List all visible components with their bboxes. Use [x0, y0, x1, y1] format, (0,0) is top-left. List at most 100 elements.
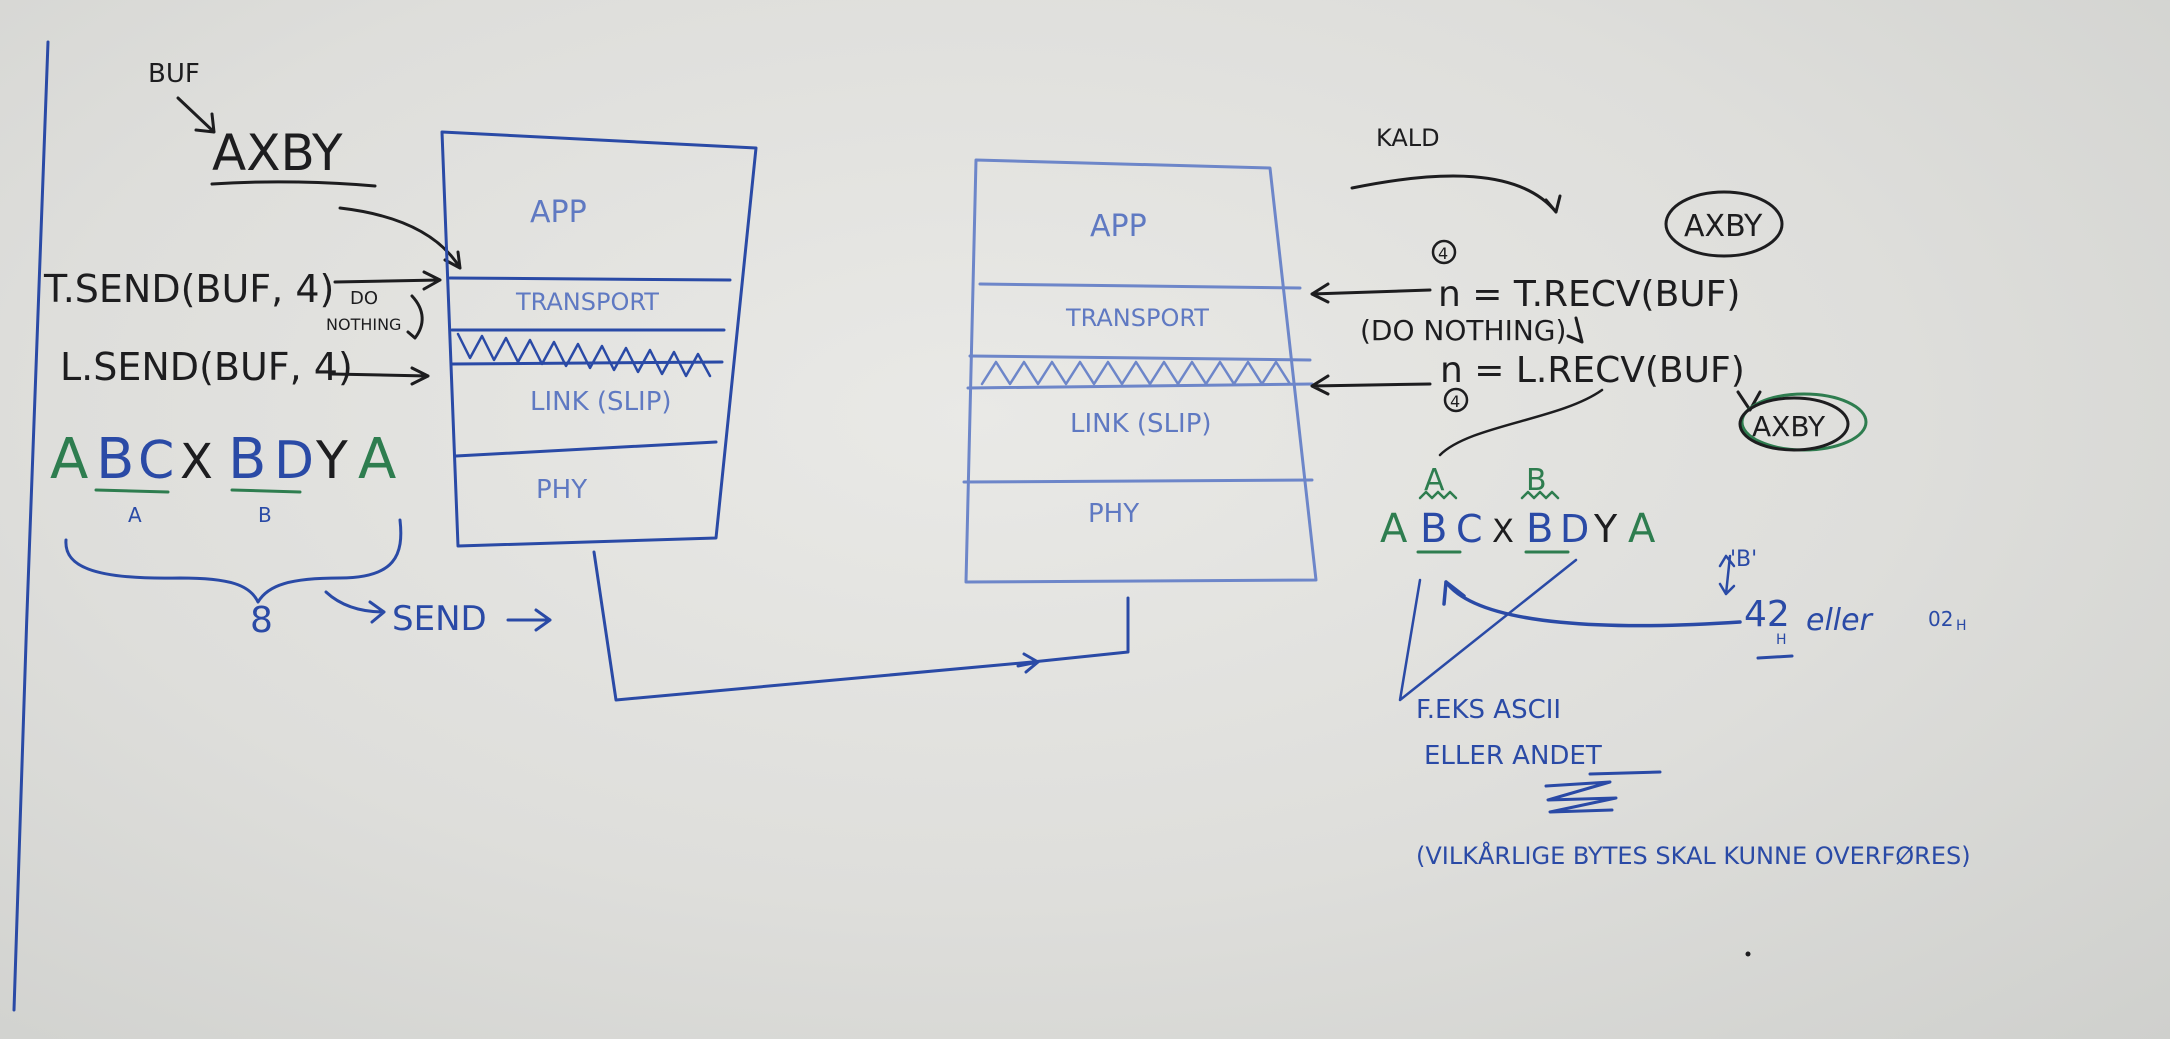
do-nothing-right-arrow [1566, 316, 1584, 344]
buf-underline [210, 180, 377, 188]
rframe-char-6: D [1560, 507, 1589, 551]
l-send-call: L.SEND(BUF, 4) [60, 345, 353, 389]
quote-b: 'B' [1730, 547, 1757, 572]
esc-underline-a [94, 488, 170, 494]
hex-42: 42 [1744, 594, 1790, 635]
encoded-frame-left: A B C X B D Y A [50, 427, 396, 492]
frame-char-8: A [358, 427, 396, 492]
wire-arrow [1016, 652, 1040, 674]
kald-label: KALD [1376, 124, 1440, 152]
frame-char-6: D [274, 431, 314, 491]
n-value-top-circle [1431, 239, 1457, 265]
frame-char-5: B [228, 427, 266, 492]
t-recv-arrow [1310, 282, 1432, 304]
ascii-pointer-lines [1398, 558, 1578, 702]
rframe-char-5: B [1526, 506, 1553, 552]
do-nothing-line2: NOTHING [326, 315, 401, 334]
do-nothing-arrow [406, 294, 424, 340]
left-app-label: APP [530, 195, 587, 230]
margin-line [12, 40, 50, 1012]
frame-brace [64, 518, 403, 604]
physical-wire [592, 550, 1130, 702]
n-value-top: 4 [1438, 244, 1448, 263]
over-a: A [1424, 463, 1445, 498]
l-send-arrow [330, 366, 430, 386]
rframe-char-1: A [1380, 506, 1408, 552]
right-stack-divider-2 [968, 354, 1312, 362]
rframe-char-7: Y [1593, 507, 1618, 551]
send-label: SEND [392, 599, 487, 639]
frame-char-3: C [138, 431, 174, 491]
axby-top-ellipse [1664, 190, 1784, 258]
axby-bottom-ellipse-inner [1738, 396, 1850, 452]
over-b-wave [1520, 490, 1560, 500]
frame-char-2: B [96, 427, 134, 492]
right-stack-divider-1 [978, 282, 1302, 290]
count-arrow [324, 590, 386, 624]
left-stack-divider-4 [454, 440, 718, 458]
l-recv-call: n = L.RECV(BUF) [1440, 350, 1745, 391]
hex-42-underline [1756, 654, 1794, 660]
ink-dot [1745, 951, 1751, 957]
emphasis-scribble [1544, 780, 1618, 814]
left-protocol-stack: APP TRANSPORT LINK (SLIP) PHY [440, 130, 758, 548]
encoded-frame-right: A B C X B D Y A [1380, 506, 1656, 552]
rframe-char-8: A [1628, 506, 1656, 552]
left-stack-hatch [456, 332, 712, 378]
t-send-arrow [333, 270, 442, 291]
kald-arrow [1350, 174, 1562, 214]
right-protocol-stack: APP TRANSPORT LINK (SLIP) PHY [962, 158, 1318, 584]
right-app-label: APP [1090, 209, 1147, 244]
byte-count: 8 [250, 600, 273, 641]
right-stack-hatch [980, 360, 1292, 386]
l-recv-arrow [1310, 374, 1432, 396]
left-phy-label: PHY [536, 475, 587, 505]
hex-to-b-arrow [1442, 580, 1742, 628]
frame-char-7: Y [315, 431, 348, 491]
t-send-call: T.SEND(BUF, 4) [43, 267, 334, 311]
n-value-bottom-circle [1443, 387, 1469, 413]
left-link-label: LINK (SLIP) [530, 387, 672, 417]
left-stack-divider-1 [448, 276, 732, 282]
over-b: B [1526, 463, 1547, 498]
sub-b: B [258, 503, 272, 527]
recv-to-frame-line [1438, 388, 1604, 457]
feks-ascii: F.EKS ASCII [1416, 695, 1561, 725]
axby-bottom: AXBY [1752, 410, 1826, 443]
rframe-char-4: X [1492, 512, 1514, 550]
eller-andet: ELLER ANDET [1424, 741, 1602, 771]
eller-label: eller [1806, 603, 1874, 638]
frame-char-4: X [180, 434, 213, 490]
esc-underline-b [230, 488, 302, 494]
right-stack-outline [964, 158, 1318, 584]
hex-02-sub: H [1956, 618, 1967, 634]
axby-top: AXBY [1684, 209, 1763, 244]
right-link-label: LINK (SLIP) [1070, 409, 1212, 439]
hex-42-sub: H [1776, 632, 1787, 648]
right-transport-label: TRANSPORT [1065, 304, 1209, 332]
quote-b-arrow [1718, 554, 1736, 596]
left-stack-outline [440, 130, 758, 548]
buf-to-transport-arrow [338, 206, 462, 270]
right-stack-divider-3 [966, 382, 1314, 390]
sub-a: A [128, 503, 142, 527]
t-recv-call: n = T.RECV(BUF) [1438, 274, 1740, 315]
bytes-note: (VILKÅRLIGE BYTES SKAL KUNNE OVERFØRES) [1416, 841, 1971, 870]
frame-char-1: A [50, 427, 88, 492]
hex-02: 02 [1928, 607, 1953, 631]
rframe-char-2: B [1420, 506, 1447, 552]
buf-label: BUF [148, 59, 200, 89]
do-nothing-line1: DO [350, 288, 378, 309]
left-transport-label: TRANSPORT [515, 288, 659, 316]
send-arrow [506, 608, 552, 632]
eller-andet-underline [1588, 770, 1662, 776]
buf-arrow [176, 96, 216, 134]
buf-value: AXBY [212, 124, 343, 182]
n-value-bottom: 4 [1450, 392, 1460, 411]
right-stack-divider-4 [962, 478, 1314, 484]
over-a-wave [1418, 490, 1458, 500]
do-nothing-right: (DO NOTHING) [1360, 314, 1566, 347]
right-phy-label: PHY [1088, 499, 1139, 529]
